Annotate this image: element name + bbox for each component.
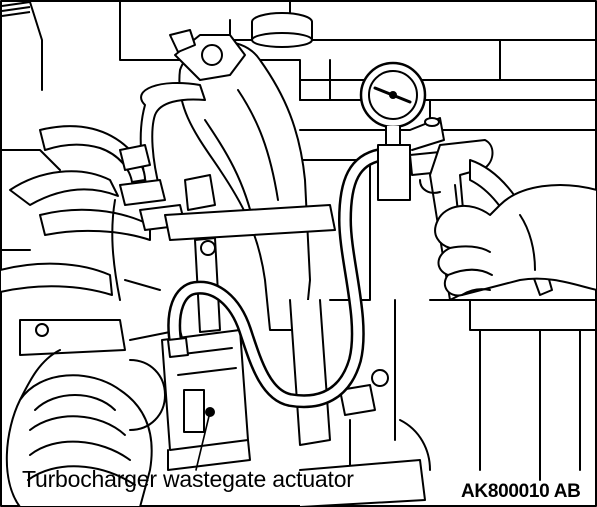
callout-leader (195, 411, 211, 471)
technician-hand (434, 184, 597, 297)
upper-left-hoses (9, 81, 206, 301)
callout-label: Turbocharger wastegate actuator (22, 466, 354, 492)
left-pipes (0, 262, 186, 401)
center-bracket (164, 174, 336, 446)
figure-code-mark-icon (1, 1, 31, 17)
reservoir-cap (251, 12, 313, 48)
wastegate-actuator (161, 329, 251, 471)
figure-code: AK800010 AB (461, 481, 581, 502)
intake-pipe (169, 29, 311, 331)
turbo-housing (5, 359, 166, 507)
lower-components (299, 369, 431, 507)
vacuum-hose (167, 148, 387, 409)
